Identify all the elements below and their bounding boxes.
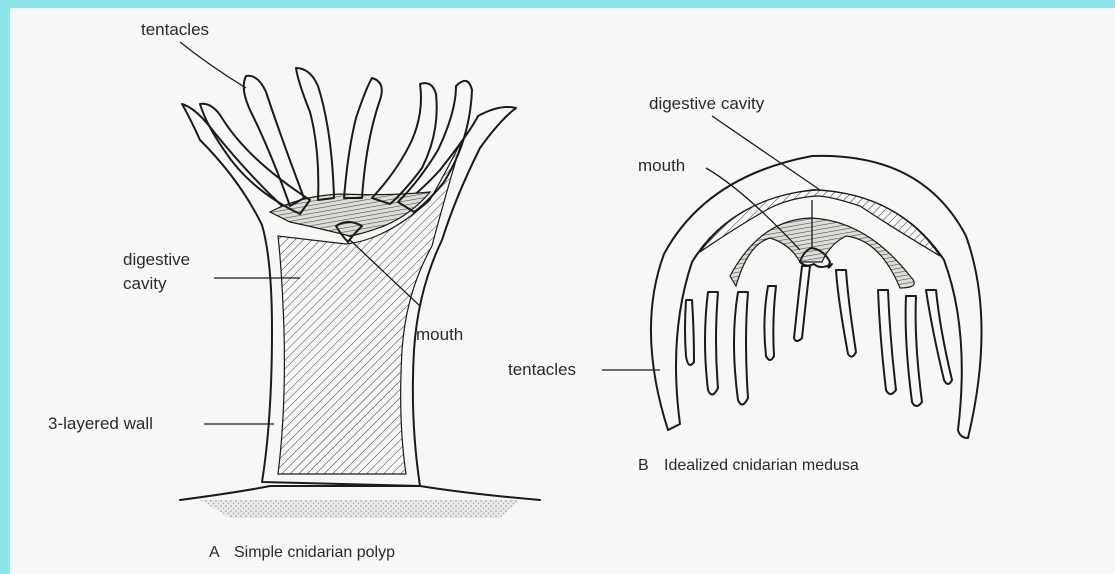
polyp-label-wall: 3-layered wall xyxy=(48,414,153,433)
medusa-bell-outer xyxy=(651,156,982,438)
polyp-label-digestive-2: cavity xyxy=(123,274,167,293)
polyp-label-mouth: mouth xyxy=(416,325,463,344)
polyp-tentacles xyxy=(200,68,472,214)
medusa-digestive-leader xyxy=(712,116,820,190)
polyp-substrate xyxy=(180,486,540,500)
substrate-stipple xyxy=(200,500,520,518)
polyp-digestive-cavity xyxy=(278,140,462,474)
polyp-figure: tentacles digestive cavity mouth 3-layer… xyxy=(48,20,540,561)
polyp-label-digestive-1: digestive xyxy=(123,250,190,269)
polyp-caption-text: Simple cnidarian polyp xyxy=(234,544,395,561)
medusa-label-tentacles: tentacles xyxy=(508,360,576,379)
medusa-label-digestive: digestive cavity xyxy=(649,94,765,113)
medusa-tentacles xyxy=(685,266,952,406)
polyp-caption-letter: A xyxy=(209,544,220,561)
polyp-tentacles-leader xyxy=(180,42,246,88)
medusa-label-mouth: mouth xyxy=(638,156,685,175)
polyp-label-tentacles: tentacles xyxy=(141,20,209,39)
medusa-caption-text: Idealized cnidarian medusa xyxy=(664,457,859,474)
medusa-figure: digestive cavity mouth tentacles B Ideal… xyxy=(508,94,982,474)
medusa-caption-letter: B xyxy=(638,457,649,474)
